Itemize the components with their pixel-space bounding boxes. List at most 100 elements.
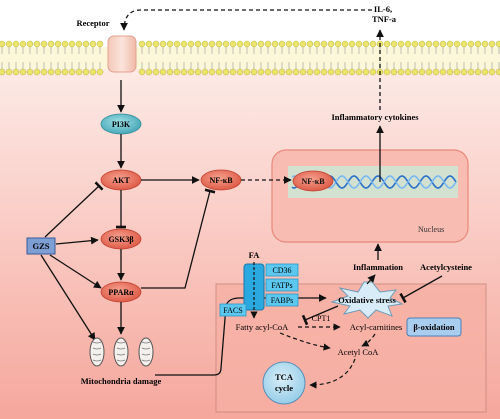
nfkb-label: NF-κB <box>209 176 233 185</box>
lipid-head <box>187 40 195 48</box>
lipid-head <box>0 68 6 76</box>
gzs-to-ppara-arrow <box>49 254 102 289</box>
lipid-head <box>362 40 370 48</box>
oxidative-to-inflammation-arrow <box>366 274 376 285</box>
ppara-inhibits-nfkb <box>141 188 216 289</box>
gzs-inhibits-akt <box>44 181 104 238</box>
fa-label: FA <box>249 250 261 260</box>
lipid-head <box>96 68 104 76</box>
mitochondrion-2 <box>113 337 129 367</box>
lipid-head <box>250 68 258 76</box>
lipid-head <box>313 68 321 76</box>
lipid-head <box>425 68 433 76</box>
lipid-head <box>236 40 244 48</box>
lipid-head <box>369 40 377 48</box>
lipid-head <box>96 40 104 48</box>
oxidative-inhibits-fatty-acyl <box>301 305 339 326</box>
lipid-head <box>460 68 468 76</box>
lipid-head <box>61 68 69 76</box>
fabps-box <box>265 293 299 307</box>
lipid-head <box>173 40 181 48</box>
lipid-head <box>40 68 48 76</box>
lipid-head <box>495 40 500 48</box>
lipid-head <box>271 68 279 76</box>
acetyl-coa-label: Acetyl CoA <box>338 347 380 357</box>
acylcarnitine-to-acetylcoa-arrow <box>361 333 376 347</box>
lipid-head <box>138 40 146 48</box>
lipid-head <box>12 68 20 76</box>
lipid-head <box>481 68 489 76</box>
lipid-head <box>341 40 349 48</box>
lipid-head <box>348 40 356 48</box>
lipid-head <box>243 40 251 48</box>
lipid-head <box>467 68 475 76</box>
lipid-head <box>257 40 265 48</box>
lipid-head <box>474 68 482 76</box>
acyl-carnitines-label: Acyl-carnitines <box>350 322 402 332</box>
lipid-head <box>68 40 76 48</box>
nfkb-nucleus-label: NF-κB <box>301 177 325 186</box>
pi3k-label: PI3K <box>112 120 131 129</box>
lipid-head <box>488 40 496 48</box>
lipid-head <box>460 40 468 48</box>
lipid-head <box>285 68 293 76</box>
acetylcysteine-inhibits-oxidative <box>399 275 443 304</box>
beta-oxidation-box <box>406 317 462 337</box>
lipid-head <box>250 40 258 48</box>
lipid-head <box>411 68 419 76</box>
oxidative-stress-burst <box>330 281 404 319</box>
fatps-label: FATPs <box>271 281 292 290</box>
lipid-head <box>5 40 13 48</box>
fabps-label: FABPs <box>271 296 294 305</box>
acetylcoa-to-tca-arrow <box>309 358 356 389</box>
lipid-head <box>152 40 160 48</box>
lipid-head <box>152 68 160 76</box>
lipid-head <box>446 68 454 76</box>
lipid-head <box>355 40 363 48</box>
lipid-head <box>82 40 90 48</box>
lipid-head <box>320 68 328 76</box>
gzs-label: GZS <box>32 241 49 251</box>
lipid-head <box>411 40 419 48</box>
lipid-head <box>334 68 342 76</box>
lipid-head <box>201 68 209 76</box>
lipid-head <box>355 68 363 76</box>
cpt1-label: CPT1 <box>312 314 331 323</box>
lipid-head <box>306 40 314 48</box>
lipid-head <box>271 40 279 48</box>
lipid-head <box>495 68 500 76</box>
gsk3b-label: GSK3β <box>108 235 133 244</box>
lipid-head <box>194 40 202 48</box>
lipid-head <box>180 68 188 76</box>
lipid-head <box>453 40 461 48</box>
lipid-head <box>173 68 181 76</box>
lipid-head <box>257 68 265 76</box>
mitochondrion-1 <box>89 337 105 367</box>
lipid-head <box>33 68 41 76</box>
tnfa-label: TNF-a <box>372 14 397 24</box>
akt-label: AKT <box>112 176 130 185</box>
lipid-head <box>397 68 405 76</box>
lipid-head <box>208 68 216 76</box>
lipid-head <box>40 40 48 48</box>
il6-label: IL-6, <box>374 4 392 14</box>
lipid-head <box>145 40 153 48</box>
lipid-head <box>166 40 174 48</box>
lipid-head <box>404 40 412 48</box>
lipid-head <box>334 40 342 48</box>
cycle-label: cycle <box>275 383 293 393</box>
lipid-head <box>82 68 90 76</box>
lipid-head <box>292 68 300 76</box>
lipid-head <box>33 40 41 48</box>
lipid-head <box>383 68 391 76</box>
mitochondria-group <box>89 337 154 367</box>
lipid-head <box>439 68 447 76</box>
acetylcysteine-label: Acetylcysteine <box>420 262 472 272</box>
lipid-head <box>159 40 167 48</box>
lipid-head <box>432 68 440 76</box>
lipid-head <box>285 40 293 48</box>
lipid-head <box>215 40 223 48</box>
lipid-head <box>243 68 251 76</box>
lipid-head <box>432 40 440 48</box>
lipid-head <box>425 40 433 48</box>
